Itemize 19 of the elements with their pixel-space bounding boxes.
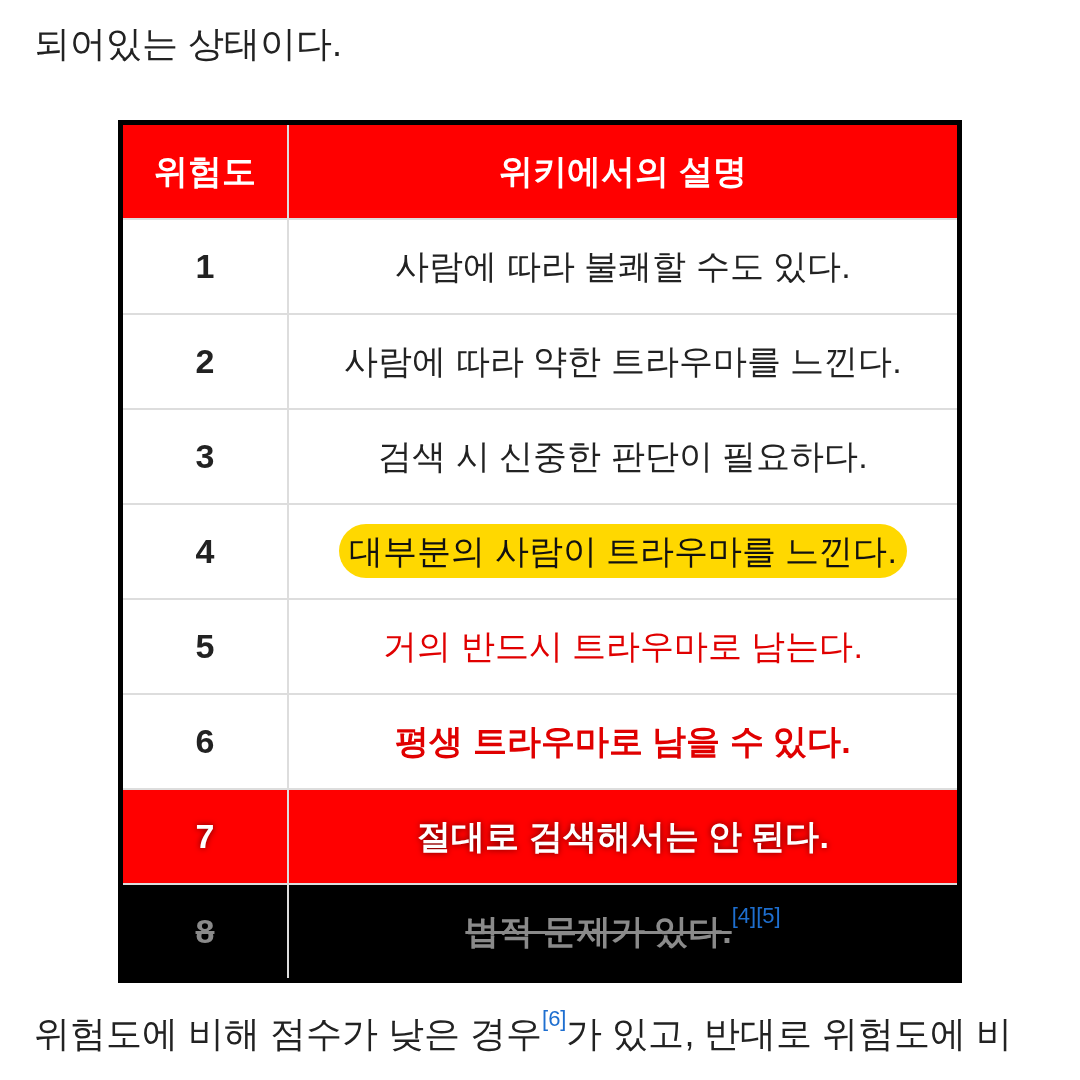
- paragraph-text: 되어있는 상태이다.: [34, 22, 342, 66]
- cell-text: 위험도: [154, 151, 256, 190]
- footnote-link: [4][5]: [731, 902, 781, 929]
- highlighted-text: 대부분의 사람이 트라우마를 느낀다.: [339, 523, 907, 578]
- cell-text: 3: [195, 437, 215, 475]
- cell-text: 1: [195, 247, 215, 285]
- cell-text: 거의 반드시 트라우마로 남는다.: [383, 626, 863, 665]
- cell-text: 8: [195, 912, 215, 950]
- cell-text: 사람에 따라 불쾌할 수도 있다.: [395, 246, 851, 285]
- cell-text: 검색 시 신중한 판단이 필요하다.: [378, 436, 868, 475]
- cell-text: 사람에 따라 약한 트라우마를 느낀다.: [344, 341, 902, 380]
- cell-text: 6: [195, 722, 215, 760]
- cell-text: 절대로 검색해서는 안 된다.: [417, 816, 829, 855]
- cell-text: 7: [195, 817, 215, 855]
- cell-text: 2: [195, 342, 215, 380]
- cell-text: 위키에서의 설명: [499, 151, 747, 190]
- cell-text: 5: [195, 627, 215, 665]
- cell-text: 4: [195, 532, 215, 570]
- cell-text: 평생 트라우마로 남을 수 있다.: [395, 721, 851, 760]
